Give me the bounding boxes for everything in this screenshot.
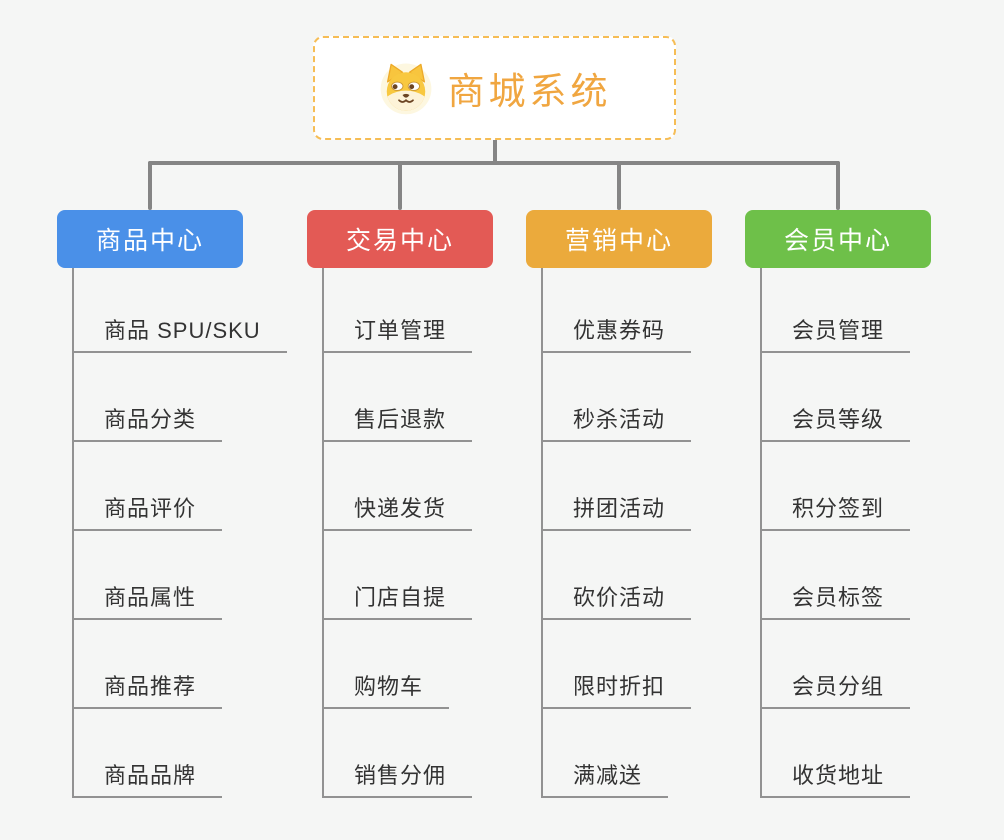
- child-list-marketing: 优惠券码 秒杀活动 拼团活动 砍价活动 限时折扣 满减送: [541, 268, 692, 798]
- child-node[interactable]: 商品属性: [72, 531, 223, 620]
- connector-root-stub: [493, 140, 497, 165]
- child-node[interactable]: 收货地址: [760, 709, 911, 798]
- branch-spine-members: [760, 268, 762, 798]
- child-list-members: 会员管理 会员等级 积分签到 会员标签 会员分组 收货地址: [760, 268, 911, 798]
- dog-face-icon: [380, 63, 431, 115]
- branch-node-products[interactable]: 商品中心: [57, 210, 243, 268]
- child-node[interactable]: 会员管理: [760, 268, 911, 353]
- branch-spine-products: [72, 268, 74, 798]
- child-node[interactable]: 限时折扣: [541, 620, 692, 709]
- child-node[interactable]: 拼团活动: [541, 442, 692, 531]
- child-node[interactable]: 会员等级: [760, 353, 911, 442]
- child-list-trade: 订单管理 售后退款 快递发货 门店自提 购物车 销售分佣: [322, 268, 473, 798]
- connector-drop-members: [836, 161, 840, 210]
- child-node[interactable]: 优惠券码: [541, 268, 692, 353]
- child-node[interactable]: 售后退款: [322, 353, 473, 442]
- branch-node-marketing[interactable]: 营销中心: [526, 210, 712, 268]
- child-node[interactable]: 购物车: [322, 620, 450, 709]
- child-node[interactable]: 销售分佣: [322, 709, 473, 798]
- child-node[interactable]: 门店自提: [322, 531, 473, 620]
- branch-spine-trade: [322, 268, 324, 798]
- child-node[interactable]: 快递发货: [322, 442, 473, 531]
- child-node[interactable]: 商品推荐: [72, 620, 223, 709]
- child-node[interactable]: 商品评价: [72, 442, 223, 531]
- branch-node-trade[interactable]: 交易中心: [307, 210, 493, 268]
- child-node[interactable]: 砍价活动: [541, 531, 692, 620]
- branch-spine-marketing: [541, 268, 543, 798]
- connector-drop-trade: [398, 161, 402, 210]
- connector-horizontal-bar: [148, 161, 840, 165]
- root-node[interactable]: 商城系统: [313, 36, 676, 140]
- child-node[interactable]: 会员分组: [760, 620, 911, 709]
- child-node[interactable]: 商品分类: [72, 353, 223, 442]
- connector-drop-marketing: [617, 161, 621, 210]
- child-node[interactable]: 订单管理: [322, 268, 473, 353]
- child-list-products: 商品 SPU/SKU 商品分类 商品评价 商品属性 商品推荐 商品品牌: [72, 268, 287, 798]
- child-node[interactable]: 满减送: [541, 709, 669, 798]
- branch-node-members[interactable]: 会员中心: [745, 210, 931, 268]
- child-node[interactable]: 积分签到: [760, 442, 911, 531]
- connector-drop-products: [148, 161, 152, 210]
- child-node[interactable]: 商品品牌: [72, 709, 223, 798]
- child-node[interactable]: 商品 SPU/SKU: [72, 268, 287, 353]
- child-node[interactable]: 会员标签: [760, 531, 911, 620]
- child-node[interactable]: 秒杀活动: [541, 353, 692, 442]
- root-node-label: 商城系统: [447, 71, 612, 112]
